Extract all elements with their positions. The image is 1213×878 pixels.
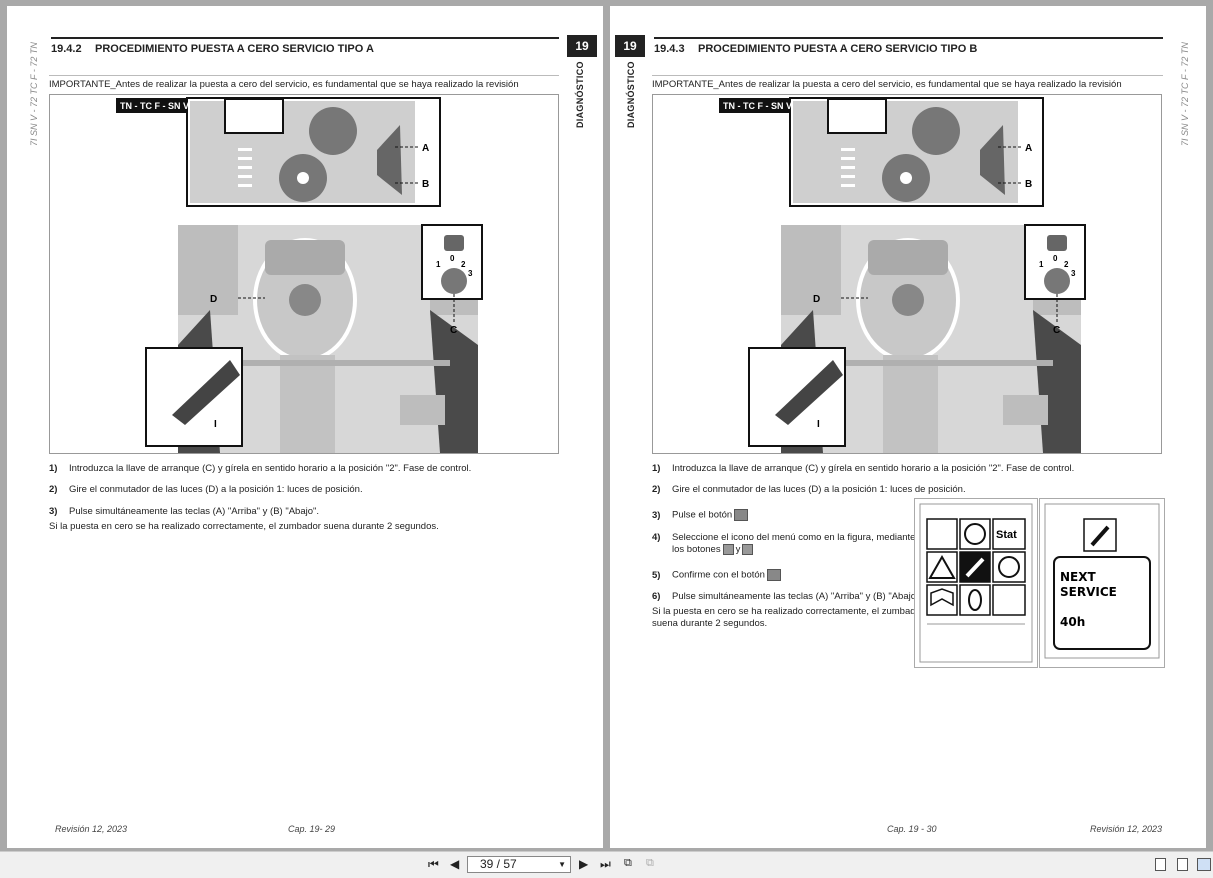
key-pos-1: 1 — [1039, 260, 1044, 269]
copy-page-icon[interactable]: ⧉ — [624, 857, 632, 869]
section-number: 19.4.3 — [654, 43, 685, 55]
next-service-figure: NEXT SERVICE 40h — [1039, 498, 1165, 668]
single-page-view-icon[interactable] — [1155, 858, 1166, 871]
label-a: A — [1025, 143, 1032, 154]
result-note: Si la puesta en cero se ha realizado cor… — [49, 521, 439, 532]
label-d: D — [813, 294, 820, 305]
figure-tag: TN - TC F - SN V — [120, 101, 189, 111]
label-b: B — [1025, 179, 1032, 190]
result-note-line2: suena durante 2 segundos. — [652, 618, 768, 629]
section-heading: 19.4.3 PROCEDIMIENTO PUESTA A CERO SERVIC… — [654, 37, 1163, 61]
chapter-number-box: 19 — [567, 35, 597, 57]
figure-tag: TN - TC F - SN V — [723, 101, 792, 111]
step-3: 3)Pulse simultáneamente las teclas (A) "… — [49, 506, 320, 517]
result-note-line1: Si la puesta en cero se ha realizado cor… — [652, 606, 924, 617]
switch-pos-i: I — [817, 419, 820, 430]
last-page-icon[interactable]: ⏭ — [600, 857, 611, 871]
dashboard-figure: D A B TN - TC F - SN V 1 0 2 3 — [652, 94, 1162, 454]
footer-revision: Revisión 12, 2023 — [55, 824, 128, 834]
dashboard-illustration: D A B TN - TC F - SN V 1 0 2 3 — [719, 97, 1086, 453]
page-indicator-select[interactable]: 39 / 57 ▼ — [467, 856, 571, 873]
key-pos-0: 0 — [450, 254, 455, 263]
paste-page-icon[interactable]: ⧉ — [646, 857, 654, 869]
service-line2: SERVICE — [1060, 585, 1117, 599]
menu-button-icon — [734, 509, 749, 521]
step-2: 2)Gire el conmutador de las luces (D) a … — [49, 484, 363, 495]
dashboard-illustration: D A B TN - TC F - SN V 1 0 — [116, 97, 483, 453]
chapter-name-vertical: DIAGNÓSTICO — [575, 61, 585, 128]
menu-grid: Stat — [919, 503, 1033, 663]
footer-chapter-page: Cap. 19- 29 — [288, 824, 336, 834]
label-c: C — [450, 325, 457, 336]
previous-page-icon[interactable]: ◀ — [450, 857, 460, 871]
key-pos-0: 0 — [1053, 254, 1058, 263]
service-line1: NEXT — [1060, 570, 1096, 584]
up-button-icon — [722, 544, 734, 555]
menu-stat-label: Stat — [996, 529, 1017, 541]
page-right: 7I SN V - 72 TC F - 72 TN 19 DIAGNÓSTICO… — [610, 6, 1206, 848]
step-2: 2)Gire el conmutador de las luces (D) a … — [652, 484, 966, 495]
section-title: PROCEDIMIENTO PUESTA A CERO SERVICIO TIP… — [95, 43, 374, 55]
service-hours: 40h — [1060, 615, 1085, 629]
step-6: 6)Pulse simultáneamente las teclas (A) "… — [652, 591, 923, 602]
side-label: 7I SN V - 72 TC F - 72 TN — [29, 42, 39, 146]
section-title: PROCEDIMIENTO PUESTA A CERO SERVICIO TIP… — [698, 43, 978, 55]
step-3: 3)Pulse el botón — [652, 509, 750, 521]
label-c: C — [1053, 325, 1060, 336]
section-number: 19.4.2 — [51, 43, 82, 55]
two-page-view-icon[interactable] — [1197, 858, 1211, 871]
first-page-icon[interactable]: ⏮ — [428, 857, 439, 871]
label-d: D — [210, 294, 217, 305]
page-indicator-text: 39 / 57 — [480, 857, 517, 871]
chevron-down-icon: ▼ — [558, 860, 566, 869]
display-menu-figure: Stat — [914, 498, 1038, 668]
important-note: IMPORTANTE_Antes de realizar la puesta a… — [652, 75, 1163, 95]
label-a: A — [422, 143, 429, 154]
key-pos-2: 2 — [1064, 260, 1069, 269]
step-1: 1)Introduzca la llave de arranque (C) y … — [652, 463, 1075, 474]
next-page-icon[interactable]: ▶ — [579, 857, 589, 871]
key-pos-2: 2 — [461, 260, 466, 269]
continuous-view-icon[interactable] — [1177, 858, 1188, 871]
chapter-name-vertical: DIAGNÓSTICO — [626, 61, 636, 128]
side-label: 7I SN V - 72 TC F - 72 TN — [1180, 42, 1190, 146]
confirm-button-icon — [766, 569, 781, 581]
step-5: 5)Confirme con el botón — [652, 569, 783, 581]
label-b: B — [422, 179, 429, 190]
section-heading: 19.4.2 PROCEDIMIENTO PUESTA A CERO SERVIC… — [51, 37, 559, 61]
key-pos-3: 3 — [1071, 269, 1076, 278]
footer-chapter-page: Cap. 19 - 30 — [887, 824, 937, 834]
step-1: 1)Introduzca la llave de arranque (C) y … — [49, 463, 472, 474]
key-pos-3: 3 — [468, 269, 473, 278]
footer-revision: Revisión 12, 2023 — [1090, 824, 1163, 834]
page-left: 7I SN V - 72 TC F - 72 TN 19 DIAGNÓSTICO… — [7, 6, 603, 848]
dashboard-figure: D A B TN - TC F - SN V 1 0 — [49, 94, 559, 454]
switch-pos-i: I — [214, 419, 217, 430]
next-service-display: NEXT SERVICE 40h — [1044, 503, 1160, 659]
viewer-toolbar: ⏮ ◀ 39 / 57 ▼ ▶ ⏭ ⧉ ⧉ — [0, 851, 1213, 878]
step-4: 4)Seleccione el icono del menú como en l… — [652, 532, 916, 543]
important-note: IMPORTANTE_Antes de realizar la puesta a… — [49, 75, 559, 95]
key-pos-1: 1 — [436, 260, 441, 269]
down-button-icon — [742, 544, 754, 555]
chapter-number-box: 19 — [615, 35, 645, 57]
